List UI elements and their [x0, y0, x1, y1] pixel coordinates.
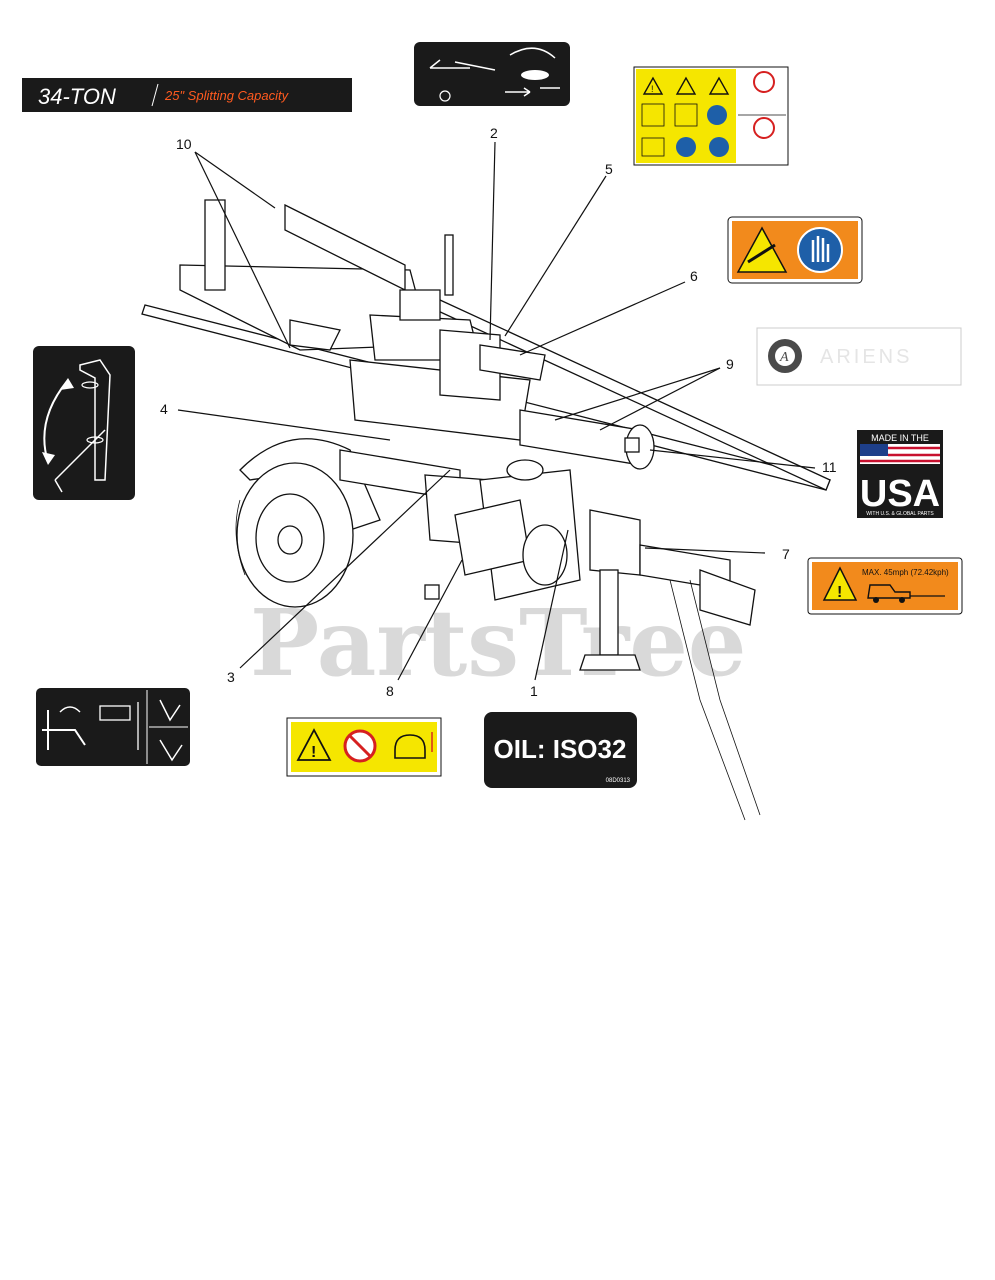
usa-fine-text: WITH U.S. & GLOBAL PARTS: [866, 511, 934, 517]
usa-text: USA: [860, 473, 940, 515]
made-in-text: MADE IN THE: [871, 433, 929, 443]
decal-brand: A ARIENS: [756, 327, 962, 386]
oil-text: OIL: ISO32: [494, 734, 627, 764]
callout-6: 6: [690, 268, 698, 284]
svg-text:!: !: [837, 584, 842, 601]
decal-pinch-gloves: [727, 216, 863, 284]
hub: [277, 525, 303, 555]
callout-4: 4: [160, 401, 168, 417]
decal-safety-warnings: !: [633, 66, 789, 166]
recoil-starter: [522, 524, 568, 586]
wedge-block: [399, 289, 441, 321]
callout-7: 7: [782, 546, 790, 562]
jack-stand: [599, 569, 619, 656]
decal-control-operation: [414, 42, 570, 106]
callout-10: 10: [176, 136, 192, 152]
callout-9: 9: [726, 356, 734, 372]
svg-text:!: !: [651, 84, 654, 94]
decal-oil: OIL: ISO32 08D0313: [484, 712, 637, 788]
jack-foot: [579, 654, 641, 671]
decal-made-in-usa: MADE IN THE USA WITH U.S. & GLOBAL PARTS: [857, 430, 943, 518]
tonnage-sub: 25" Splitting Capacity: [164, 88, 290, 103]
callout-leaders: [177, 141, 816, 681]
callout-11: 11: [822, 459, 837, 475]
tonnage-main: 34-TON: [38, 84, 116, 109]
decal-strip: [479, 344, 546, 381]
brand-text: ARIENS: [820, 346, 912, 368]
label-10a-area: [289, 319, 341, 351]
svg-text:A: A: [779, 350, 789, 365]
decal-operation-position: [36, 688, 190, 766]
safety-chain-right: [689, 579, 761, 816]
control-handle: [444, 234, 454, 296]
tongue-plate: [589, 509, 641, 576]
watermark: PartsTree: [250, 589, 746, 697]
tow-speed-text: MAX. 45mph (72.42kph): [862, 568, 949, 577]
callout-2: 2: [490, 125, 498, 141]
decal-fuel-warning: !: [286, 717, 442, 777]
fuel-cap: [506, 459, 544, 481]
callout-1: 1: [530, 683, 538, 699]
svg-text:!: !: [311, 744, 316, 761]
tread-lines: [235, 499, 246, 576]
callout-3: 3: [227, 669, 235, 685]
bolt: [424, 584, 440, 600]
decal-tonnage: 34-TON 25" Splitting Capacity: [22, 78, 352, 112]
decal-tow-speed: ! MAX. 45mph (72.42kph): [807, 557, 963, 615]
callout-numbers: 1 2 3 4 5 6 7 8 9 10 11: [160, 125, 837, 699]
callout-8: 8: [386, 683, 394, 699]
oil-code: 08D0313: [606, 778, 631, 784]
decal-cradle-lift: [33, 346, 135, 500]
coupler: [699, 569, 756, 626]
callout-5: 5: [605, 161, 613, 177]
cradle-post: [204, 199, 226, 291]
safety-chain-left: [669, 579, 746, 821]
cylinder-label: [624, 437, 640, 453]
